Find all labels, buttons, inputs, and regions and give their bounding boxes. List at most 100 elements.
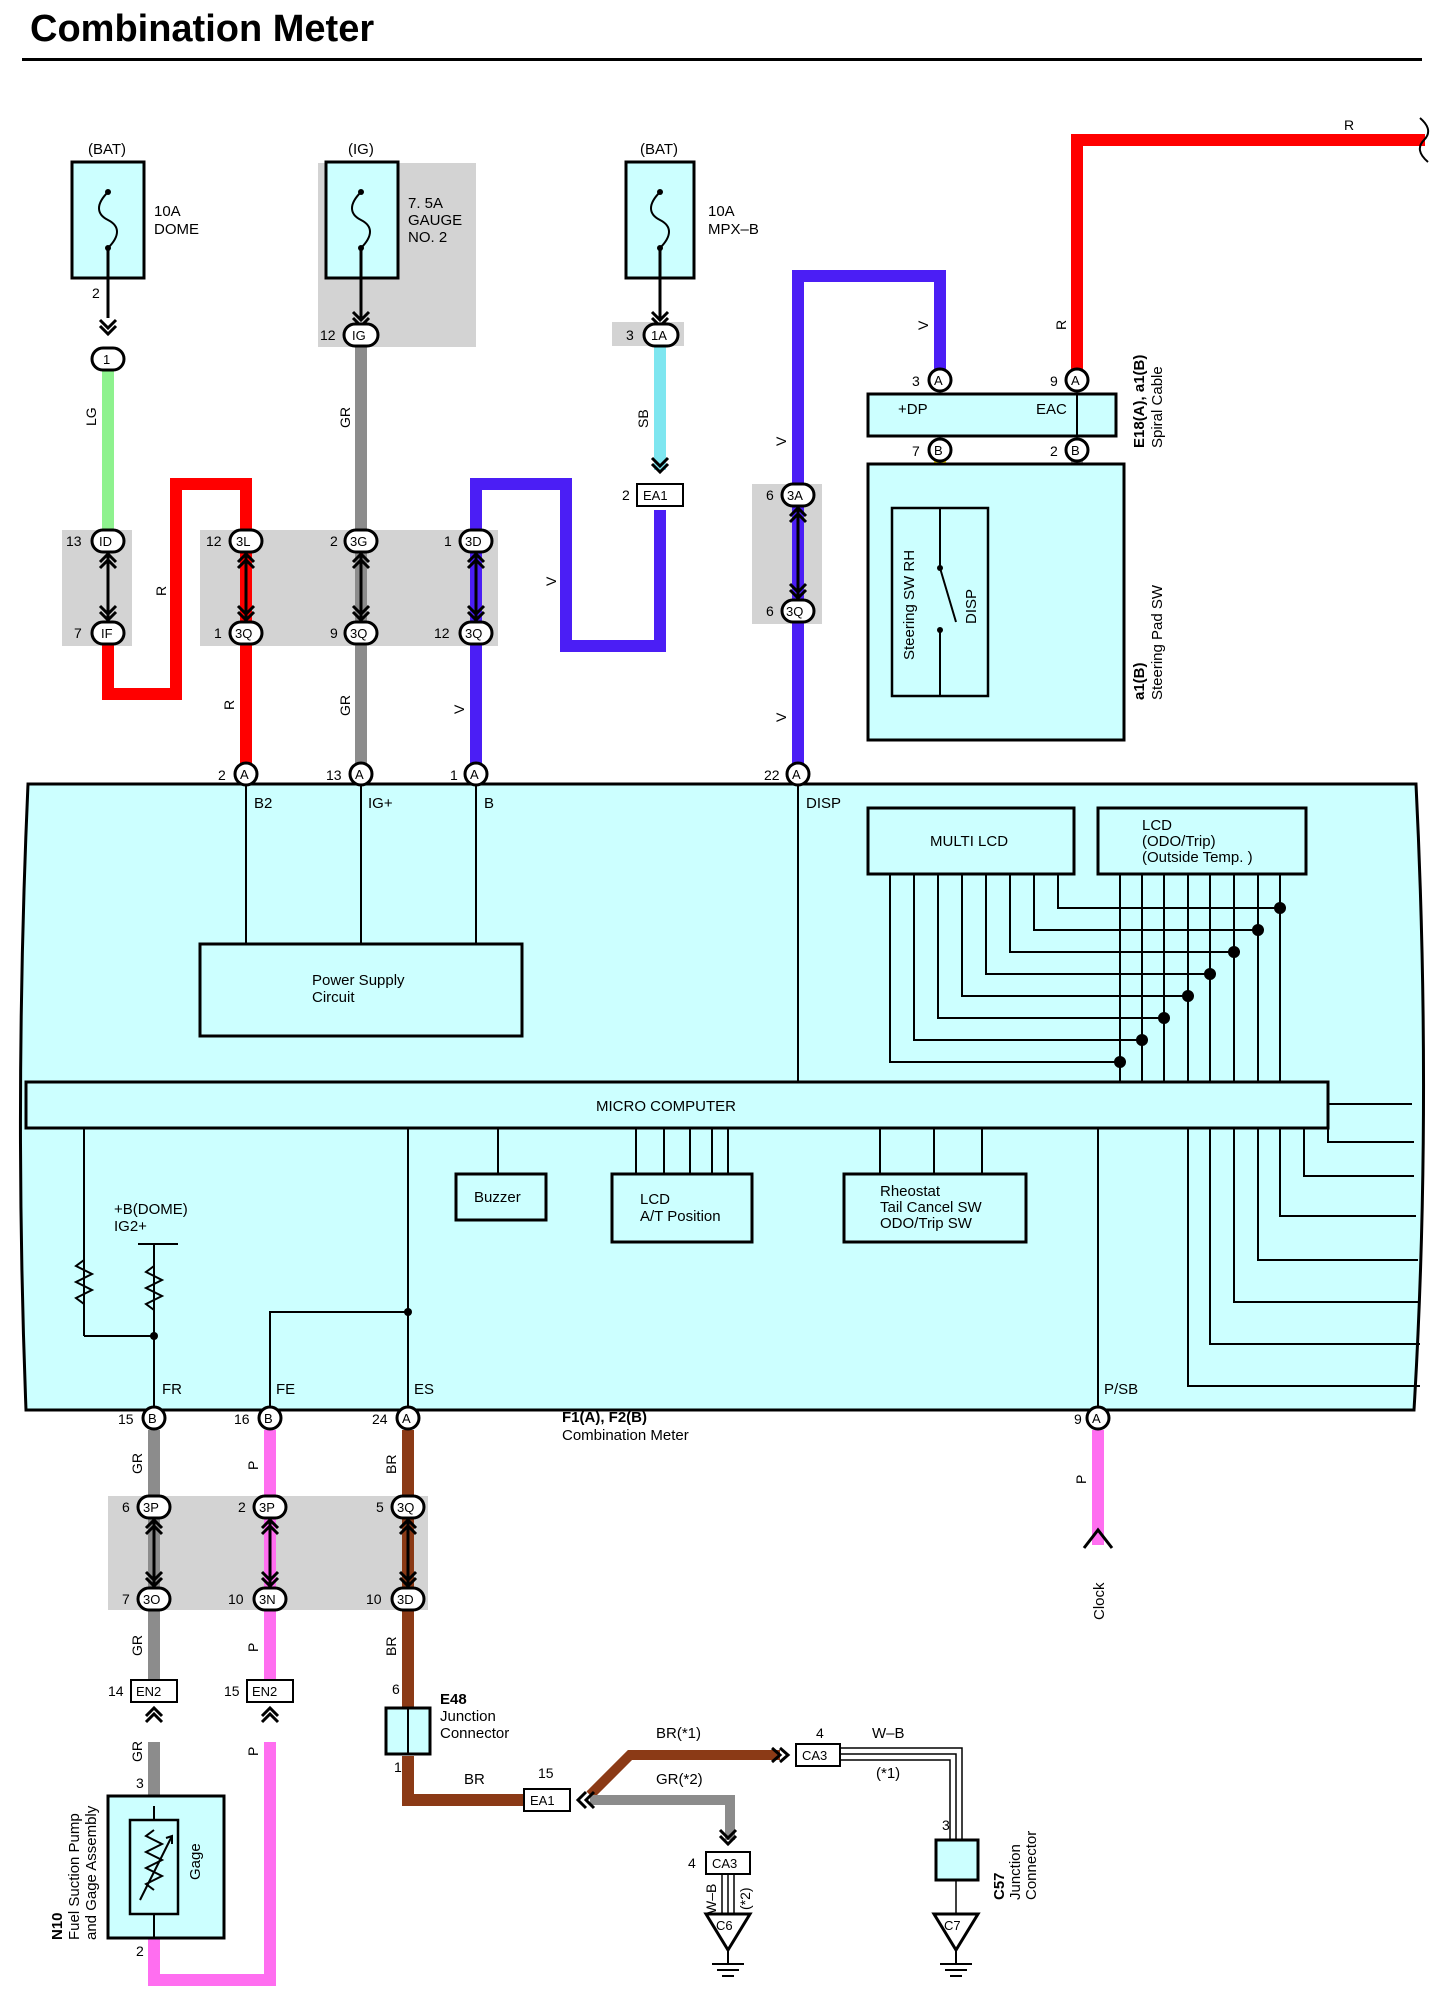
lcd-bus <box>889 874 1286 1082</box>
svg-text:4: 4 <box>688 1855 696 1871</box>
svg-text:EN2: EN2 <box>252 1684 277 1699</box>
svg-text:LCD: LCD <box>1142 817 1172 834</box>
fuse-mpx: (BAT) 10A MPX–B <box>624 141 759 328</box>
svg-text:Connector: Connector <box>440 1725 509 1742</box>
svg-text:(*2): (*2) <box>737 1887 753 1910</box>
svg-text:16: 16 <box>234 1411 250 1427</box>
svg-text:A: A <box>1092 1411 1101 1426</box>
ground-c6: C6 <box>703 1912 753 1977</box>
svg-text:(ODO/Trip): (ODO/Trip) <box>1142 833 1216 850</box>
svg-text:DISP: DISP <box>806 795 841 812</box>
svg-text:C6: C6 <box>716 1918 733 1933</box>
bus-junction-dot <box>1204 968 1216 980</box>
svg-text:GR: GR <box>129 1635 145 1656</box>
jb-id-if: ID 13 IF 7 <box>66 528 126 646</box>
bus-line <box>937 874 1164 1019</box>
connector-ea1-top: EA1 2 <box>622 456 684 507</box>
wire-v-1 <box>470 478 666 770</box>
svg-text:MICRO COMPUTER: MICRO COMPUTER <box>596 1098 736 1115</box>
svg-text:DISP: DISP <box>963 589 980 624</box>
bus-line <box>1009 874 1234 953</box>
bus-line <box>1057 874 1280 909</box>
svg-text:BR: BR <box>383 1637 399 1656</box>
wire-labels-bottom: GR P BR GR P BR GR P P BR BR(*1) GR(*2) … <box>129 1453 1089 1914</box>
svg-text:IG+: IG+ <box>368 795 393 812</box>
svg-text:P: P <box>1073 1475 1089 1484</box>
jb-3d-3q: 3D 1 3Q 12 <box>434 528 494 646</box>
fuse-dome-rating: 10A <box>154 203 181 220</box>
svg-text:2: 2 <box>1050 443 1058 459</box>
svg-text:2: 2 <box>330 533 338 549</box>
svg-text:B: B <box>484 795 494 812</box>
svg-text:Circuit: Circuit <box>312 989 355 1006</box>
svg-text:C57: C57 <box>991 1872 1008 1900</box>
svg-text:V: V <box>773 712 789 722</box>
svg-text:B: B <box>1071 443 1080 458</box>
svg-text:7: 7 <box>74 625 82 641</box>
connector-ca3-top: CA3 4 <box>771 1725 841 1767</box>
svg-text:Spiral Cable: Spiral Cable <box>1149 366 1166 448</box>
svg-text:3Q: 3Q <box>465 626 482 641</box>
svg-text:GR: GR <box>129 1741 145 1762</box>
svg-text:A: A <box>792 767 801 782</box>
svg-text:GR(*2): GR(*2) <box>656 1771 703 1788</box>
svg-text:3Q: 3Q <box>397 1500 414 1515</box>
svg-text:BR: BR <box>464 1771 485 1788</box>
svg-text:5: 5 <box>376 1499 384 1515</box>
svg-text:24: 24 <box>372 1411 388 1427</box>
connector-ca3-bottom: CA3 4 <box>688 1828 751 1875</box>
wire-break <box>1418 117 1430 163</box>
svg-text:C7: C7 <box>944 1918 961 1933</box>
svg-text:+B(DOME): +B(DOME) <box>114 1201 188 1218</box>
bus-junction-dot <box>1114 1056 1126 1068</box>
svg-text:3L: 3L <box>236 534 250 549</box>
svg-text:BR(*1): BR(*1) <box>656 1725 701 1742</box>
svg-text:3D: 3D <box>397 1592 414 1607</box>
svg-text:Tail Cancel SW: Tail Cancel SW <box>880 1199 983 1216</box>
svg-text:GR: GR <box>129 1453 145 1474</box>
svg-text:12: 12 <box>206 533 222 549</box>
svg-text:A/T Position: A/T Position <box>640 1208 721 1225</box>
svg-text:V: V <box>915 320 931 330</box>
bus-line <box>985 874 1210 975</box>
svg-text:Fuel Suction Pump: Fuel Suction Pump <box>66 1813 83 1940</box>
svg-text:3: 3 <box>136 1775 144 1791</box>
svg-text:3: 3 <box>626 327 634 343</box>
svg-text:P: P <box>245 1747 261 1756</box>
svg-text:1A: 1A <box>651 328 667 343</box>
svg-text:10: 10 <box>228 1591 244 1607</box>
svg-text:9: 9 <box>1050 373 1058 389</box>
svg-text:7: 7 <box>912 443 920 459</box>
wire-gr2 <box>590 1795 735 1840</box>
clock-terminal: Clock <box>1082 1527 1114 1620</box>
svg-text:A: A <box>402 1411 411 1426</box>
svg-text:13: 13 <box>66 533 82 549</box>
svg-text:2: 2 <box>218 767 226 783</box>
svg-text:15: 15 <box>538 1765 554 1781</box>
svg-text:a1(B): a1(B) <box>1131 662 1148 700</box>
svg-text:+DP: +DP <box>898 401 928 418</box>
wire-wb <box>721 1747 963 1914</box>
svg-text:3O: 3O <box>143 1592 160 1607</box>
fuse-dome-source: (BAT) <box>88 141 126 158</box>
svg-text:V: V <box>773 436 789 446</box>
svg-text:BR: BR <box>383 1455 399 1474</box>
svg-text:IG: IG <box>352 328 366 343</box>
svg-text:GR: GR <box>337 407 353 428</box>
bus-line <box>889 874 1120 1063</box>
svg-text:CA3: CA3 <box>712 1856 737 1871</box>
svg-text:A: A <box>934 373 943 388</box>
svg-text:V: V <box>543 576 559 586</box>
svg-text:6: 6 <box>766 487 774 503</box>
svg-text:9: 9 <box>1074 1411 1082 1427</box>
svg-text:EAC: EAC <box>1036 401 1067 418</box>
svg-text:Gage: Gage <box>187 1843 204 1880</box>
ground-c7: C7 <box>931 1912 981 1977</box>
svg-text:IF: IF <box>101 626 113 641</box>
svg-text:Steering SW RH: Steering SW RH <box>901 550 918 660</box>
bus-junction-dot <box>1274 902 1286 914</box>
svg-text:B: B <box>934 443 943 458</box>
svg-text:SB: SB <box>635 409 651 428</box>
svg-text:2: 2 <box>622 487 630 503</box>
